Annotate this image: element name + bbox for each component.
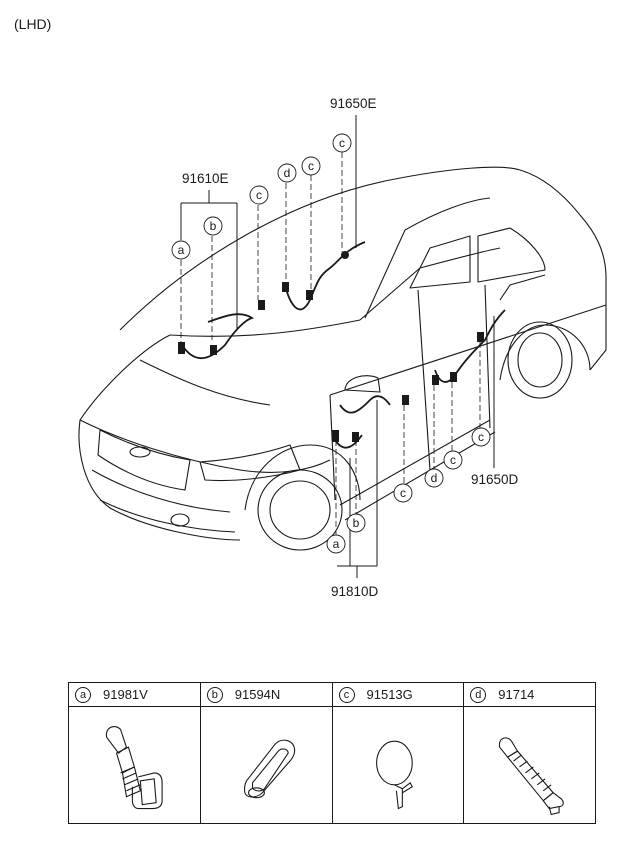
part-label-front-roof: 91610E bbox=[182, 171, 229, 186]
legend-header: b 91594N bbox=[200, 683, 332, 707]
legend-part-code: 91513G bbox=[366, 687, 413, 702]
callout-letter: a bbox=[178, 243, 185, 257]
callout-a bbox=[326, 534, 346, 554]
legend-part-code: 91594N bbox=[234, 687, 281, 702]
part-label-rear-roof: 91650E bbox=[330, 96, 377, 111]
oval-grommet-icon bbox=[243, 739, 295, 799]
drive-side-label: (LHD) bbox=[14, 16, 52, 32]
callout-letters: a b c d c c a b c d c c bbox=[178, 136, 484, 551]
callout-letter: c bbox=[256, 188, 262, 202]
parts-legend-table: a 91981V b 91594N bbox=[68, 682, 596, 824]
legend-letter-badge: d bbox=[470, 686, 487, 703]
callout-letter: c bbox=[339, 136, 345, 150]
harness-front-roof bbox=[181, 313, 255, 360]
legend-letter-badge: a bbox=[75, 686, 91, 703]
legend-part-code: 91714 bbox=[498, 687, 535, 702]
callout-c bbox=[471, 427, 491, 447]
legend-header: c 91513G bbox=[332, 683, 464, 707]
leader-lines bbox=[180, 152, 481, 540]
legend-header: d 91714 bbox=[464, 683, 595, 707]
harness-rear-door bbox=[434, 309, 506, 383]
callout-c bbox=[393, 483, 413, 503]
legend-letter-badge: b bbox=[206, 686, 223, 703]
corrugated-tube-icon bbox=[499, 737, 565, 816]
door-wiring-diagram: 91610E 91650E 91810D 91650D a b c d c c … bbox=[78, 96, 607, 599]
legend-cell-b: b 91594N bbox=[200, 683, 333, 823]
part-label-rear-door: 91650D bbox=[471, 472, 519, 487]
callout-c bbox=[443, 450, 463, 470]
legend-cell-d: d 91714 bbox=[464, 683, 595, 823]
callout-letter: d bbox=[431, 471, 438, 485]
callout-c bbox=[249, 185, 269, 205]
harness-front-door bbox=[339, 395, 391, 414]
connectors bbox=[178, 251, 484, 442]
callout-letter: a bbox=[333, 537, 340, 551]
harness-front-door-lower bbox=[334, 434, 363, 449]
grommet-with-corrugated-tube-icon bbox=[105, 726, 163, 810]
callout-letter: c bbox=[450, 453, 456, 467]
car-outline bbox=[78, 166, 607, 551]
callout-d bbox=[277, 163, 297, 183]
legend-part-code: 91981V bbox=[103, 687, 148, 702]
callout-letter: d bbox=[284, 166, 291, 180]
callout-letter: b bbox=[210, 219, 217, 233]
harness-rear-roof bbox=[284, 241, 366, 311]
callout-letter: b bbox=[353, 516, 360, 530]
callout-letter: c bbox=[308, 159, 314, 173]
legend-cell-c: c 91513G bbox=[332, 683, 465, 823]
part-label-front-door: 91810D bbox=[331, 584, 379, 599]
callout-c bbox=[332, 133, 352, 153]
callout-d bbox=[424, 468, 444, 488]
callout-b bbox=[346, 513, 366, 533]
legend-letter-badge: c bbox=[338, 686, 355, 703]
legend-header: a 91981V bbox=[69, 683, 200, 707]
round-clip-icon bbox=[375, 740, 413, 810]
callout-letter: c bbox=[400, 486, 406, 500]
label-brackets bbox=[180, 115, 495, 578]
wiring-harnesses bbox=[181, 241, 506, 449]
callouts bbox=[171, 133, 491, 554]
callout-letter: c bbox=[478, 430, 484, 444]
callout-b bbox=[203, 216, 223, 236]
legend-cell-a: a 91981V bbox=[69, 683, 201, 823]
callout-c bbox=[301, 156, 321, 176]
callout-a bbox=[171, 240, 191, 260]
